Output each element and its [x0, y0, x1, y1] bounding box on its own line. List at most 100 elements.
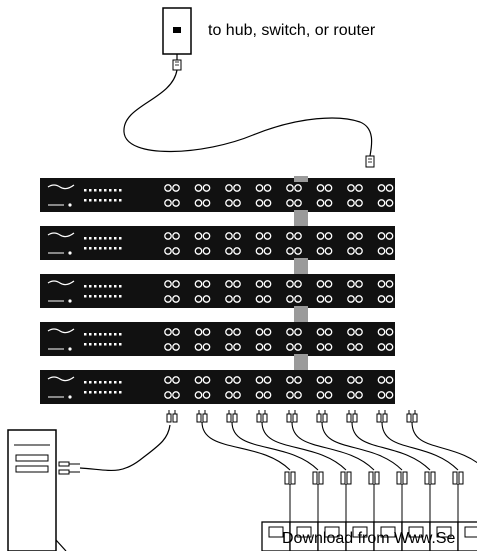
port-pair — [316, 328, 333, 336]
port-pair — [347, 376, 363, 384]
port-pair — [164, 376, 180, 384]
audio-plug-icon — [424, 471, 436, 522]
port-pair — [194, 247, 211, 255]
port-pair — [286, 343, 302, 351]
connection-label: to hub, switch, or router — [208, 22, 376, 39]
audio-plug-icon — [166, 410, 178, 423]
led-indicator-row — [84, 285, 122, 288]
rj45-plug-icon — [172, 59, 182, 71]
port-pair — [225, 295, 241, 303]
led-indicator-row — [84, 199, 122, 202]
port-pair — [347, 343, 363, 351]
cascade-cable — [201, 421, 291, 471]
port-pair — [347, 184, 363, 192]
port-pair — [164, 295, 180, 303]
port-pair — [347, 199, 363, 207]
port-pair — [194, 391, 211, 399]
port-pair — [164, 199, 180, 207]
port-pair — [225, 199, 241, 207]
port-pair — [194, 343, 211, 351]
port-pair — [286, 376, 302, 384]
port-pair — [377, 343, 394, 351]
port-pair — [164, 328, 180, 336]
bottom-device — [429, 521, 459, 551]
computer-cable — [79, 424, 171, 472]
port-pair — [255, 295, 272, 303]
port-pair — [164, 247, 180, 255]
cascade-cable — [381, 421, 459, 471]
bottom-device-row — [261, 521, 477, 551]
cascade-cable — [291, 421, 375, 471]
port-pair — [286, 280, 302, 288]
bottom-device — [457, 521, 477, 551]
hub-unit — [40, 322, 395, 356]
port-pair — [286, 247, 302, 255]
led-indicator-row — [84, 381, 122, 384]
port-pair — [316, 295, 333, 303]
port-pair — [347, 295, 363, 303]
port-pair — [377, 295, 394, 303]
led-indicator-row — [84, 189, 122, 192]
port-pair — [286, 328, 302, 336]
bottom-device — [261, 521, 291, 551]
hub-unit — [40, 274, 395, 308]
port-pair — [377, 247, 394, 255]
port-pair — [225, 280, 241, 288]
wall-jack-icon — [162, 7, 192, 55]
port-pair — [164, 232, 180, 240]
led-indicator-row — [84, 343, 122, 346]
port-pair — [255, 376, 272, 384]
port-pair — [286, 184, 302, 192]
hub-unit — [40, 370, 395, 404]
port-pair — [255, 343, 272, 351]
watermark-text: Download from Www.Se — [282, 530, 456, 547]
audio-plug-icon — [286, 410, 298, 423]
port-pair — [225, 343, 241, 351]
audio-plug-icon — [284, 471, 296, 522]
cascade-cables — [201, 421, 477, 522]
port-pair — [164, 184, 180, 192]
logo-icon — [47, 232, 75, 238]
stack-link-bar — [294, 306, 308, 324]
audio-plug-icon — [396, 471, 408, 522]
uplink-cable — [123, 69, 373, 157]
port-pair — [347, 391, 363, 399]
logo-icon — [47, 376, 75, 382]
led-indicator-row — [84, 391, 122, 394]
rj45-plug-icon — [365, 155, 375, 168]
led-indicator-row — [84, 295, 122, 298]
audio-plug-icon — [340, 471, 352, 522]
port-pair — [225, 391, 241, 399]
port-pair — [316, 247, 333, 255]
port-pair — [194, 376, 211, 384]
audio-plug-icon — [196, 410, 208, 423]
port-pair — [377, 232, 394, 240]
hub-unit — [40, 226, 395, 260]
cascade-cable — [411, 421, 477, 464]
port-pair — [255, 280, 272, 288]
led-indicator-row — [84, 333, 122, 336]
port-pair — [286, 295, 302, 303]
audio-plug-icon — [368, 471, 380, 522]
cascade-cable — [231, 421, 319, 471]
port-pair — [255, 247, 272, 255]
port-pair — [286, 199, 302, 207]
port-pair — [164, 280, 180, 288]
bottom-device — [289, 521, 319, 551]
port-pair — [377, 391, 394, 399]
port-pair — [255, 199, 272, 207]
audio-plug-icon — [256, 410, 268, 423]
port-pair — [377, 280, 394, 288]
cascade-cable — [321, 421, 403, 471]
port-pair — [255, 184, 272, 192]
port-pair — [316, 343, 333, 351]
port-pair — [194, 199, 211, 207]
port-pair — [316, 199, 333, 207]
port-pair — [225, 328, 241, 336]
audio-plug-icon — [376, 410, 388, 423]
port-pair — [255, 391, 272, 399]
port-pair — [316, 280, 333, 288]
port-pair — [286, 391, 302, 399]
port-pair — [316, 376, 333, 384]
